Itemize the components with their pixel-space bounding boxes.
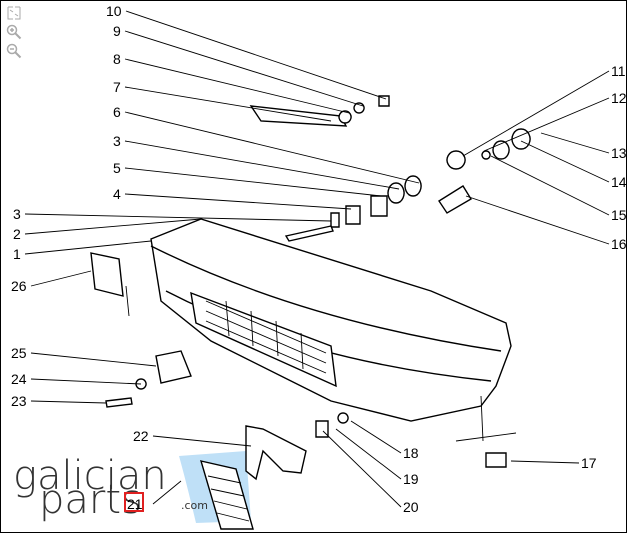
leader-line [124,111,420,184]
callout-number[interactable]: 9 [113,23,121,39]
callout-6[interactable]: 6 [113,104,420,184]
callout-7[interactable]: 7 [113,79,332,122]
leader-line [335,428,402,480]
callout-15[interactable]: 15 [490,155,626,223]
callout-2[interactable]: 2 [13,218,202,242]
leader-line [124,30,364,107]
callout-17[interactable]: 17 [510,455,597,471]
leader-line [490,155,610,216]
watermark-line1: galician [13,453,167,499]
callout-number[interactable]: 14 [611,174,626,190]
callout-16[interactable]: 16 [465,195,626,252]
callout-number[interactable]: 1 [13,246,21,262]
callout-number[interactable]: 25 [11,345,27,361]
callout-number[interactable]: 16 [611,236,626,252]
bumper-part [90,95,531,530]
callout-number[interactable]: 3 [113,133,121,149]
callout-19[interactable]: 19 [335,428,419,487]
callout-number[interactable]: 19 [403,471,419,487]
callout-number[interactable]: 5 [113,160,121,176]
leader-line [152,480,182,505]
callout-number[interactable]: 2 [13,226,21,242]
leader-line [30,270,92,287]
callout-number[interactable]: 8 [113,51,121,67]
callout-number[interactable]: 10 [106,3,122,19]
fit-screen-icon[interactable] [6,5,22,21]
callout-5[interactable]: 5 [113,160,382,197]
callout-14[interactable]: 14 [520,140,626,190]
callout-12[interactable]: 12 [483,90,626,152]
leader-line [350,420,402,454]
leader-line [152,435,252,447]
callout-number[interactable]: 26 [11,278,27,294]
leader-line [125,10,387,100]
leader-line [483,97,610,152]
callout-number[interactable]: 18 [403,445,419,461]
callout-number[interactable]: 12 [611,90,626,106]
leader-line [24,213,332,222]
leader-line [510,460,580,464]
callout-4[interactable]: 4 [113,186,352,210]
callout-number[interactable]: 17 [581,455,597,471]
zoom-in-icon[interactable] [6,24,22,40]
callout-25[interactable]: 25 [11,345,157,367]
leader-line [540,132,610,154]
leader-line [465,195,610,245]
callout-number[interactable]: 4 [113,186,121,202]
leader-line [30,378,142,385]
leader-line [24,218,202,235]
watermark-suffix: .com [181,499,208,512]
leader-line [322,430,402,508]
leader-line [462,70,610,157]
callout-number[interactable]: 13 [611,145,626,161]
viewer-toolbar [6,5,24,62]
callout-8[interactable]: 8 [113,51,350,114]
callout-number[interactable]: 23 [11,393,27,409]
callout-26[interactable]: 26 [11,270,92,294]
leader-line [24,240,152,255]
callout-number[interactable]: 11 [611,63,626,79]
leader-line [124,167,382,197]
callout-number[interactable]: 22 [133,428,149,444]
callout-24[interactable]: 24 [11,371,142,387]
leader-line [124,86,332,122]
leader-line [30,400,107,404]
callout-11[interactable]: 11 [462,63,626,157]
callout-number[interactable]: 3 [13,206,21,222]
callout-3[interactable]: 3 [13,206,332,222]
callout-9[interactable]: 9 [113,23,364,107]
leader-line [124,140,400,190]
leader-line [124,58,350,114]
callout-number[interactable]: 21 [127,496,143,512]
callout-21[interactable]: 21 [124,480,182,512]
callout-number[interactable]: 20 [403,499,419,515]
zoom-out-icon[interactable] [6,43,22,59]
callout-13[interactable]: 13 [540,132,626,161]
highlight-box [124,492,144,512]
callout-23[interactable]: 23 [11,393,107,409]
callout-22[interactable]: 22 [133,428,252,447]
callout-18[interactable]: 18 [350,420,419,461]
callout-20[interactable]: 20 [322,430,419,515]
callout-10[interactable]: 10 [106,3,387,100]
callout-number[interactable]: 15 [611,207,626,223]
callout-3[interactable]: 3 [113,133,400,190]
leader-line [520,140,610,183]
callout-labels: 1098763543212625242322211112131415161718… [11,3,626,515]
callout-number[interactable]: 24 [11,371,27,387]
leader-line [30,352,157,367]
callout-1[interactable]: 1 [13,240,152,262]
leader-line [124,193,352,210]
callout-number[interactable]: 7 [113,79,121,95]
callout-number[interactable]: 6 [113,104,121,120]
